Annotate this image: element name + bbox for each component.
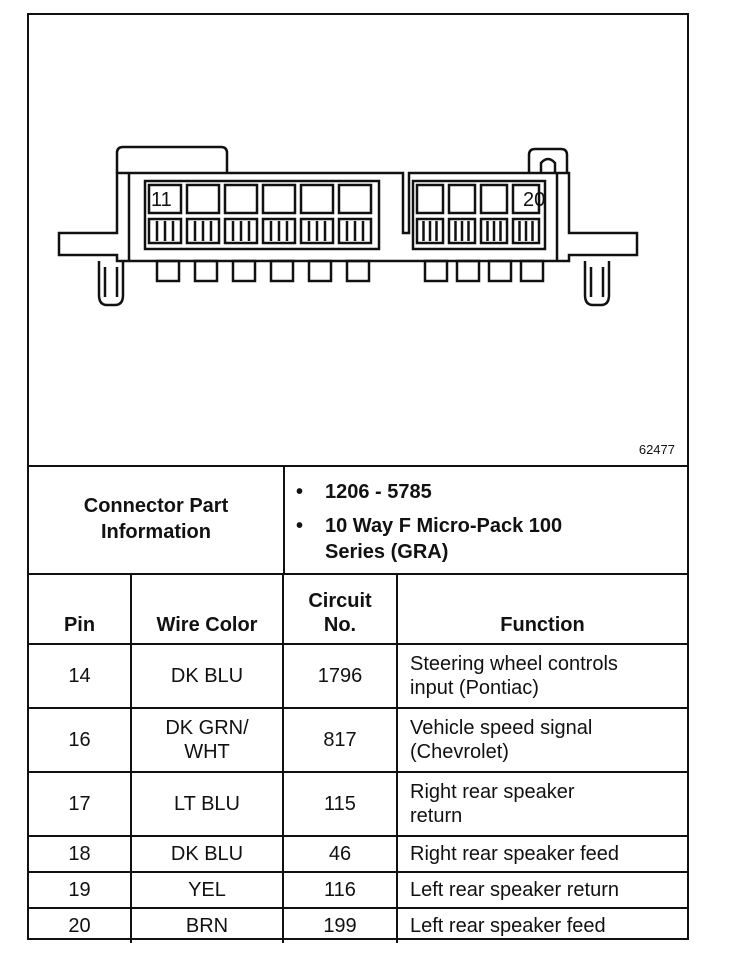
connector-drawing: 11 20 [57,145,639,307]
cavity [223,183,259,215]
cell-function: Left rear speaker return [396,871,687,909]
mounting-clip-left [97,261,125,307]
cavity-lock [147,217,183,245]
cavity [185,183,221,215]
terminal [269,259,295,283]
cell-pin: 17 [29,771,132,837]
cavity-lock [261,217,297,245]
cavity-lock [337,217,373,245]
cavity-lock [479,217,509,245]
terminal [345,259,371,283]
terminal [193,259,219,283]
cavity [479,183,509,215]
mounting-clip-right [583,261,611,307]
terminal [155,259,181,283]
cavity-lock [223,217,259,245]
connector-latch-right [527,147,569,173]
cell-pin: 16 [29,707,132,773]
connector-housing [57,171,639,263]
cell-wire-color: YEL [130,871,284,909]
terminal [455,259,481,283]
cell-function: Right rear speaker feed [396,835,687,873]
terminal [231,259,257,283]
pinout-sheet: 11 20 62477 Connector Part Information •… [27,13,689,943]
connector-info-label: Connector Part Information [29,465,285,573]
cell-wire-color: BRN [130,907,284,943]
cavity [511,183,541,215]
cavity-lock [415,217,445,245]
cavity-group-left [143,179,381,251]
cell-pin: 18 [29,835,132,873]
cavity [415,183,445,215]
connector-figure: 11 20 62477 [29,15,687,467]
info-bullet: • 10 Way F Micro-Pack 100 Series (GRA) [285,513,685,565]
header-pin: Pin [29,573,132,645]
cavity [147,183,183,215]
cell-wire-color: DK GRN/WHT [130,707,284,773]
cell-function: Left rear speaker feed [396,907,687,943]
cell-circuit: 1796 [282,643,398,709]
cell-function: Vehicle speed signal(Chevrolet) [396,707,687,773]
cavity-group-right [411,179,547,251]
terminal [423,259,449,283]
cell-wire-color: LT BLU [130,771,284,837]
pin-label-20: 20 [523,189,545,211]
connector-part-information: Connector Part Information • 1206 - 5785… [29,465,687,575]
cavity [299,183,335,215]
cavity-lock [447,217,477,245]
cell-pin: 20 [29,907,132,943]
cavity [261,183,297,215]
cell-circuit: 46 [282,835,398,873]
cell-circuit: 115 [282,771,398,837]
terminal [307,259,333,283]
cell-circuit: 116 [282,871,398,909]
header-wire-color: Wire Color [130,573,284,645]
header-function: Function [396,573,687,645]
cavity [337,183,373,215]
cavity [447,183,477,215]
cavity-lock [185,217,221,245]
connector-latch-left [115,145,229,173]
terminal [519,259,545,283]
cell-circuit: 199 [282,907,398,943]
bullet-icon: • [295,481,303,503]
terminal [487,259,513,283]
connector-info-list: • 1206 - 5785 • 10 Way F Micro-Pack 100 … [285,479,685,573]
cavity-lock [299,217,335,245]
cell-wire-color: DK BLU [130,835,284,873]
cell-wire-color: DK BLU [130,643,284,709]
bullet-icon: • [295,515,303,537]
cavity-lock [511,217,541,245]
figure-number: 62477 [638,442,675,457]
cell-pin: 14 [29,643,132,709]
cell-pin: 19 [29,871,132,909]
info-bullet: • 1206 - 5785 [285,479,685,505]
cell-circuit: 817 [282,707,398,773]
pin-label-11: 11 [151,189,172,211]
